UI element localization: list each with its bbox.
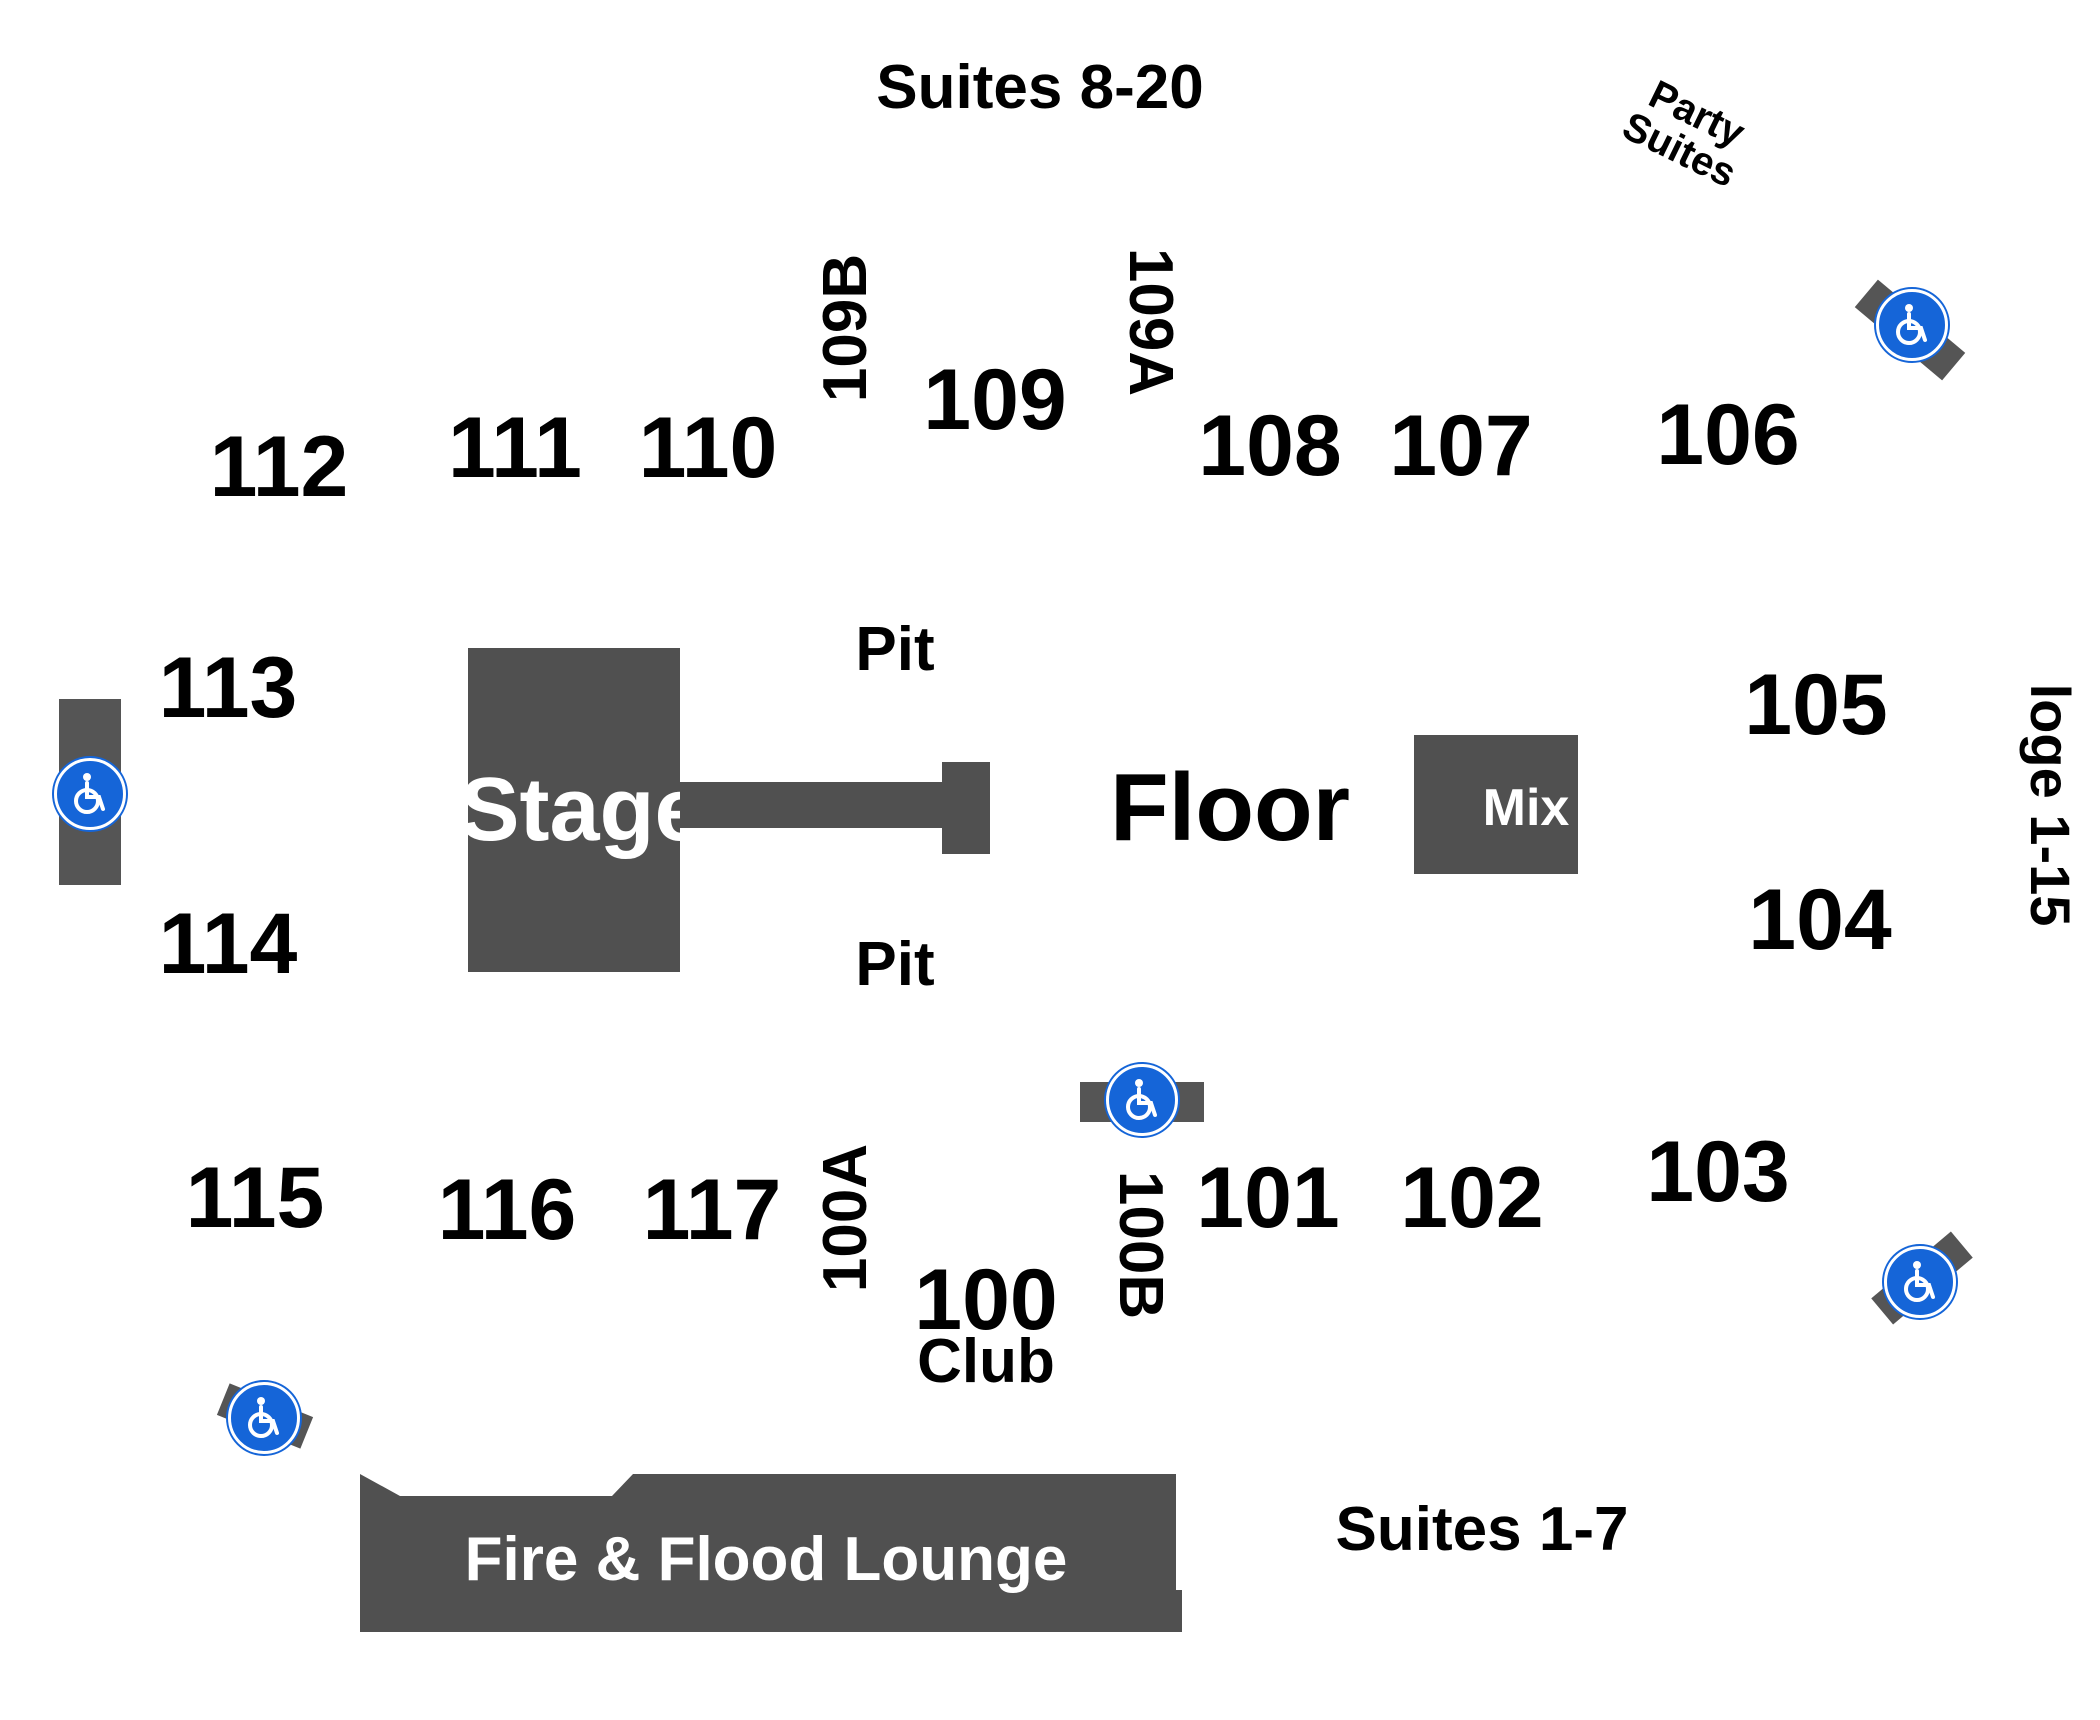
wheelchair-accessible-icon[interactable] — [1876, 289, 1948, 361]
section-106[interactable]: 106 — [1656, 387, 1800, 483]
section-111[interactable]: 111 — [448, 400, 582, 496]
fire-flood-lounge-block[interactable] — [360, 1474, 1182, 1632]
wheelchair-accessible-icon[interactable] — [1106, 1064, 1178, 1136]
section-104[interactable]: 104 — [1748, 872, 1892, 968]
section-102[interactable]: 102 — [1400, 1150, 1544, 1246]
suites-bottom-label[interactable]: Suites 1-7 — [1335, 1495, 1629, 1564]
section-109b[interactable]: 109B — [811, 253, 880, 403]
club-label[interactable]: Club — [917, 1327, 1055, 1396]
section-112[interactable]: 112 — [209, 419, 349, 515]
wheelchair-accessible-icon[interactable] — [54, 758, 126, 830]
floor-label[interactable]: Floor — [1110, 754, 1350, 861]
wheelchair-accessible-icon[interactable] — [1884, 1246, 1956, 1318]
section-107[interactable]: 107 — [1389, 398, 1533, 494]
section-117[interactable]: 117 — [642, 1162, 782, 1258]
section-100b[interactable]: 100B — [1106, 1170, 1175, 1320]
section-113[interactable]: 113 — [158, 640, 298, 736]
mix-booth[interactable] — [1414, 735, 1578, 874]
section-108[interactable]: 108 — [1198, 398, 1342, 494]
loge-label[interactable]: loge 1-15 — [2019, 683, 2082, 927]
wheelchair-accessible-icon[interactable] — [228, 1382, 300, 1454]
stage-runway-end — [942, 762, 990, 854]
section-116[interactable]: 116 — [437, 1162, 577, 1258]
pit-top-label[interactable]: Pit — [855, 615, 935, 684]
lounge-label: Fire & Flood Lounge — [464, 1525, 1068, 1594]
stage-runway — [680, 782, 942, 828]
section-110[interactable]: 110 — [638, 400, 778, 496]
section-100a[interactable]: 100A — [811, 1143, 880, 1293]
section-115[interactable]: 115 — [185, 1150, 325, 1246]
section-114[interactable]: 114 — [158, 896, 298, 992]
section-100[interactable]: 100 — [914, 1252, 1058, 1348]
section-109a[interactable]: 109A — [1116, 247, 1185, 397]
mix-label: Mix — [1482, 779, 1570, 837]
stage-label: Stage — [459, 760, 705, 860]
section-105[interactable]: 105 — [1744, 657, 1888, 753]
section-103[interactable]: 103 — [1646, 1124, 1790, 1220]
section-109[interactable]: 109 — [923, 352, 1067, 448]
suites-top-label[interactable]: Suites 8-20 — [876, 53, 1204, 122]
stage-block[interactable] — [468, 648, 680, 972]
pit-bottom-label[interactable]: Pit — [855, 930, 935, 999]
section-101[interactable]: 101 — [1196, 1150, 1340, 1246]
party-suites-label[interactable]: Party Suites — [1616, 70, 1760, 196]
